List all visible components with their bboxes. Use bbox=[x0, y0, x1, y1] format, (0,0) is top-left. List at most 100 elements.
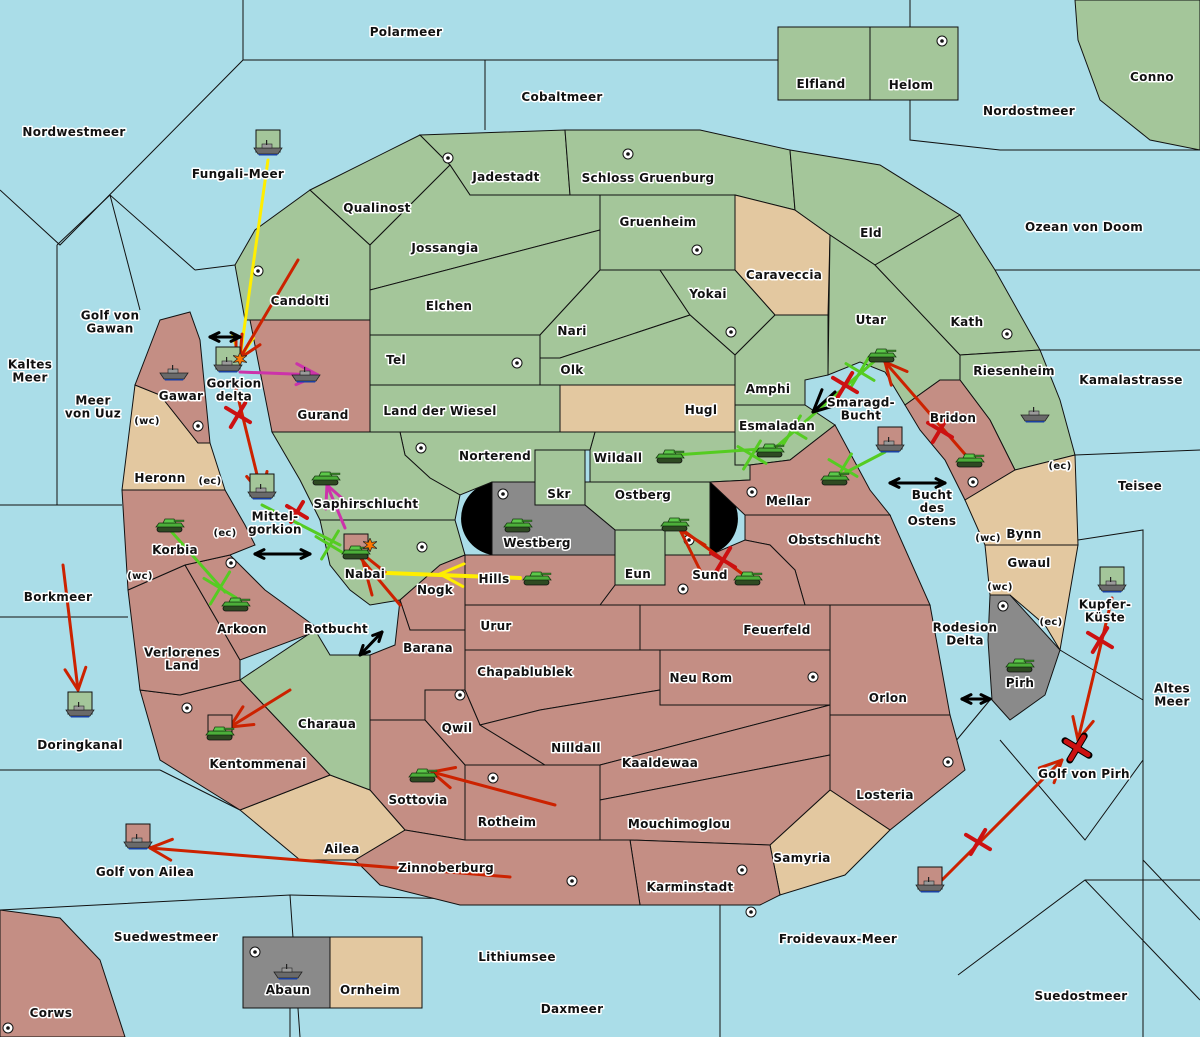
sea-label: Daxmeer bbox=[541, 1002, 604, 1016]
order-line bbox=[678, 528, 707, 547]
region-ornheim[interactable] bbox=[329, 936, 423, 1009]
supply-center-dot bbox=[419, 446, 423, 450]
region-label: Sottovia bbox=[388, 793, 447, 807]
support-line bbox=[260, 503, 342, 547]
supply-center-dot bbox=[501, 492, 505, 496]
region-label: Losteria bbox=[856, 788, 913, 802]
region-label: Pirh bbox=[1006, 676, 1035, 690]
order-arrows bbox=[61, 158, 1114, 884]
sea-label: Cobaltmeer bbox=[521, 90, 602, 104]
move-arrow bbox=[1052, 758, 1064, 785]
move-arrow bbox=[63, 668, 80, 692]
region-label: Hugl bbox=[685, 403, 718, 417]
region-saphirschlucht[interactable] bbox=[271, 431, 461, 521]
region-label: Arkoon bbox=[217, 622, 267, 636]
region-pirh[interactable] bbox=[987, 594, 1061, 721]
region-zinnoberburg[interactable] bbox=[354, 829, 641, 906]
region-gruenheim[interactable] bbox=[599, 194, 736, 271]
region-label: Jossangia bbox=[410, 241, 478, 255]
double-arrow bbox=[358, 630, 384, 657]
convoy-arrowhead bbox=[438, 562, 466, 576]
region-bynn[interactable] bbox=[964, 454, 1079, 546]
region-label: Neu Rom bbox=[670, 671, 733, 685]
sea-label: Golf von Ailea bbox=[96, 865, 194, 879]
failed-x-mark bbox=[742, 439, 762, 471]
supply-center-dot bbox=[515, 361, 519, 365]
region-label: Zinnoberburg bbox=[398, 861, 494, 875]
supply-center-dot bbox=[687, 538, 691, 542]
region-label: Bynn bbox=[1006, 527, 1041, 541]
double-arrow-head bbox=[377, 630, 384, 644]
region-label: Utar bbox=[856, 313, 887, 327]
move-arrow bbox=[883, 360, 972, 462]
region-label: Land der Wiesel bbox=[383, 404, 496, 418]
move-arrow bbox=[61, 563, 80, 692]
move-arrow bbox=[1037, 758, 1064, 770]
supply-center-dot bbox=[740, 868, 744, 872]
coast-label: (ec) bbox=[1048, 461, 1071, 472]
region-label: Nabai bbox=[345, 567, 385, 581]
region-conno[interactable] bbox=[1074, 0, 1200, 151]
move-arrow bbox=[883, 360, 893, 387]
sea-border bbox=[194, 264, 236, 271]
region-label: Elfland bbox=[797, 77, 846, 91]
sea-label: Froidevaux-Meer bbox=[779, 932, 897, 946]
region-label: Barana bbox=[403, 641, 453, 655]
supply-center-dot bbox=[695, 248, 699, 252]
region-label: Riesenheim bbox=[973, 364, 1055, 378]
supply-center-dot bbox=[458, 693, 462, 697]
coast-label: (wc) bbox=[134, 416, 160, 427]
sea-label: Fungali-Meer bbox=[192, 167, 284, 181]
move-arrow bbox=[238, 258, 300, 360]
region-label: Ornheim bbox=[340, 983, 400, 997]
move-arrow bbox=[76, 665, 88, 692]
region-label: Qualinost bbox=[343, 201, 410, 215]
double-arrow-head bbox=[934, 481, 947, 489]
region-label: Gawar bbox=[159, 389, 204, 403]
supply-center-dot bbox=[749, 910, 753, 914]
move-arrow bbox=[148, 837, 174, 850]
region-label: Amphi bbox=[746, 382, 791, 396]
coast-label: (ec) bbox=[213, 528, 236, 539]
move-arrow bbox=[811, 388, 824, 414]
supply-center-dot bbox=[6, 1026, 10, 1030]
impassable-cap-west bbox=[461, 482, 492, 555]
region-label: Yokai bbox=[688, 287, 727, 301]
region-corws[interactable] bbox=[0, 909, 126, 1037]
region-label: Kentommenai bbox=[210, 757, 307, 771]
coast-label: (ec) bbox=[1039, 617, 1062, 628]
region-helom[interactable] bbox=[869, 26, 959, 101]
move-arrow bbox=[1071, 715, 1080, 742]
sea-label: Rotbucht bbox=[304, 622, 368, 636]
supply-center-dot bbox=[946, 760, 950, 764]
failed-x-mark bbox=[228, 401, 248, 429]
retreat-arrow bbox=[325, 483, 347, 530]
region-korbia[interactable] bbox=[121, 489, 256, 591]
region-label: Karminstadt bbox=[646, 880, 733, 894]
double-arrow-head bbox=[888, 477, 901, 485]
region-label: Korbia bbox=[152, 543, 198, 557]
order-line bbox=[360, 556, 374, 597]
units bbox=[65, 129, 1127, 980]
sea-label: Kamalastrasse bbox=[1079, 373, 1182, 387]
sea-border bbox=[0, 0, 244, 246]
region-label: Eld bbox=[860, 226, 882, 240]
region-kath[interactable] bbox=[874, 214, 1041, 356]
region-label: Qwil bbox=[442, 721, 473, 735]
sea-label: Nordwestmeer bbox=[22, 125, 125, 139]
region-label: Jadestadt bbox=[471, 170, 539, 184]
region-label: Candolti bbox=[271, 294, 330, 308]
coast-label: (ec) bbox=[198, 476, 221, 487]
region-karminstadt[interactable] bbox=[629, 839, 781, 906]
sea-label: Kupfer-Küste bbox=[1079, 598, 1132, 625]
sea-label: Smaragd-Bucht bbox=[827, 396, 895, 423]
support-line bbox=[168, 528, 227, 594]
supply-center-dot bbox=[491, 776, 495, 780]
supply-center-dot bbox=[253, 950, 257, 954]
sea-border bbox=[1059, 649, 1144, 701]
region-label: Urur bbox=[480, 619, 511, 633]
